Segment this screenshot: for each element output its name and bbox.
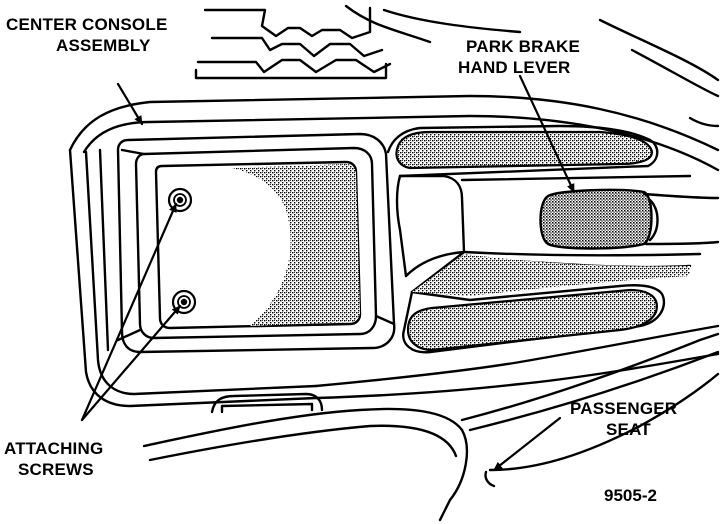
attaching-screw-lower [171,289,197,315]
tray-shading [232,164,360,326]
callout-passenger-line-2: SEAT [606,420,651,439]
leader-screw-upper [80,202,178,422]
callout-attaching-screws: ATTACHING SCREWS [4,438,103,480]
leader-passenger-seat [492,416,562,472]
leader-screw-lower [80,304,182,422]
attaching-screw-upper [167,187,193,213]
upper-bolster-shading [395,130,654,170]
storage-tray [116,132,396,354]
callout-attaching-line-2: SCREWS [18,460,94,479]
callout-attaching-line-1: ATTACHING [4,439,104,458]
callout-park-brake-hand-lever: PARK BRAKE HAND LEVER [458,36,580,78]
dashboard-outline [194,4,720,128]
callout-center-console-line-2: ASSEMBLY [56,36,151,55]
ramp-shading [412,254,690,296]
callout-center-console-assembly: CENTER CONSOLE ASSEMBLY [6,14,167,56]
callout-passenger-line-1: PASSENGER [570,399,678,418]
callout-park-brake-line-1: PARK BRAKE [466,37,581,56]
passenger-seat [142,332,720,522]
callout-center-console-line-1: CENTER CONSOLE [6,15,168,34]
leader-lines [80,74,576,472]
leader-center-console [116,82,144,126]
callout-park-brake-line-2: HAND LEVER [458,58,571,77]
leader-park-brake [518,74,576,194]
figure-number: 9505-2 [604,486,657,505]
callout-passenger-seat: PASSENGER SEAT [570,398,677,440]
lower-bolster-shading [406,288,658,352]
park-brake-lever [539,188,720,250]
